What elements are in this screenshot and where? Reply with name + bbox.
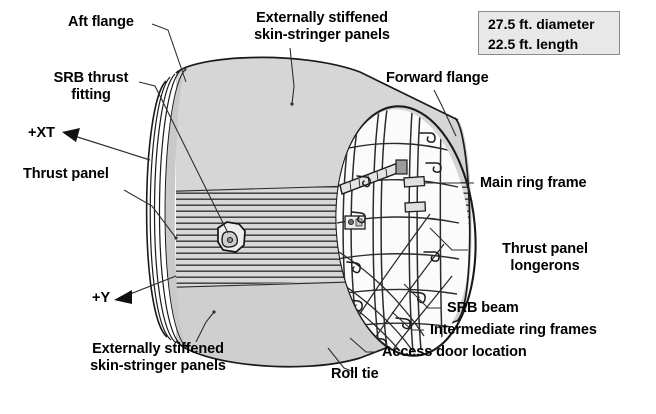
leader-lines [123, 23, 474, 373]
axis-arrows [62, 128, 177, 304]
axis-label-xt: +XT [28, 125, 55, 141]
axis-label-y: +Y [92, 290, 111, 306]
label-srb-beam: SRB beam [447, 300, 519, 316]
label-intermediate-ring-frames: Intermediate ring frames [430, 322, 597, 338]
callout-diameter: 27.5 ft. diameter [488, 16, 595, 32]
label-thrust-panel: Thrust panel [23, 166, 109, 182]
srb-thrust-fitting-part [217, 221, 246, 253]
main-ring-frame-stubs [403, 175, 427, 213]
callout-length: 22.5 ft. length [488, 36, 579, 52]
leader-endpoints [174, 102, 294, 314]
label-thrust-panel-longerons: Thrust panel longerons [502, 241, 588, 274]
label-main-ring-frame: Main ring frame [480, 175, 587, 191]
label-aft-flange: Aft flange [68, 14, 134, 30]
dimension-callout-box: 27.5 ft. diameter 22.5 ft. length [478, 11, 620, 55]
label-forward-flange: Forward flange [386, 70, 489, 86]
label-skin-stringer-panels-top: Externally stiffened skin-stringer panel… [254, 10, 390, 43]
label-roll-tie: Roll tie [331, 366, 379, 382]
access-door [344, 215, 366, 230]
label-access-door-location: Access door location [382, 344, 527, 360]
label-skin-stringer-panels-bottom: Externally stiffened skin-stringer panel… [90, 341, 226, 374]
label-srb-thrust-fitting: SRB thrust fitting [53, 70, 129, 103]
